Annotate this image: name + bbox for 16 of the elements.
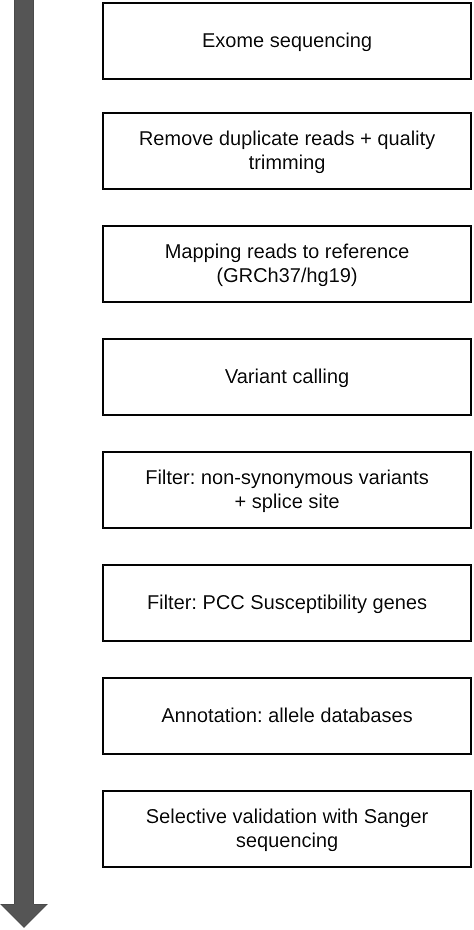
process-box bbox=[102, 112, 472, 190]
step-text: Annotation: allele databases bbox=[161, 704, 413, 728]
step-text: Filter: PCC Susceptibility genes bbox=[146, 591, 428, 615]
step-text: Exome sequencing bbox=[202, 29, 372, 53]
process-box bbox=[102, 338, 472, 416]
step-text: Variant calling bbox=[224, 365, 350, 389]
step-text: Selective validation with Sanger sequencing bbox=[144, 805, 430, 853]
process-box bbox=[102, 790, 472, 868]
process-box bbox=[102, 2, 472, 80]
step-text: Mapping reads to reference (GRCh37/hg19) bbox=[164, 240, 410, 288]
process-box bbox=[102, 677, 472, 755]
process-box bbox=[102, 451, 472, 529]
process-box bbox=[102, 564, 472, 642]
step-text: Remove duplicate reads + quality trimming bbox=[138, 127, 436, 175]
step-text: Filter: non-synonymous variants + splice site bbox=[144, 466, 430, 514]
process-box bbox=[102, 225, 472, 303]
